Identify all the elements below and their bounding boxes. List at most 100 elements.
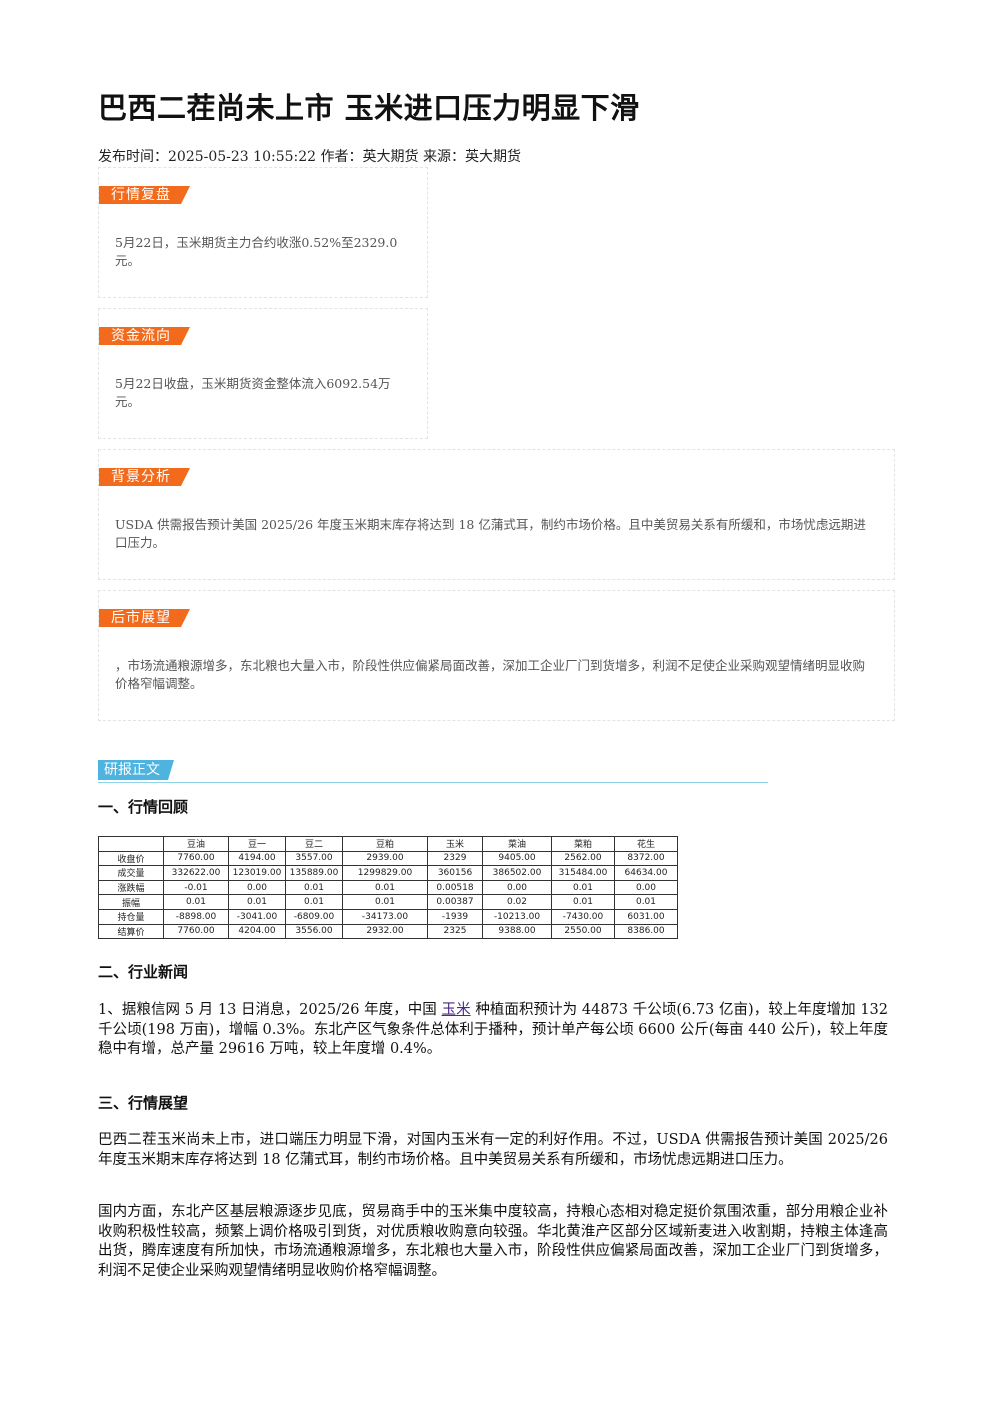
summary-box-background: 背景分析 USDA 供需报告预计美国 2025/26 年度玉米期末库存将达到 1… [98, 449, 895, 580]
summary-tag: 背景分析 [99, 468, 190, 486]
outlook-paragraph-2: 国内方面，东北产区基层粮源逐步见底，贸易商手中的玉米集中度较高，持粮心态相对稳定… [98, 1204, 888, 1279]
table-cell: 0.01 [342, 894, 428, 910]
table-header-cell: 花生 [614, 836, 678, 852]
summary-tag-label: 背景分析 [111, 469, 171, 485]
table-cell: 2325 [427, 923, 483, 940]
news-text: 1、据粮信网 5 月 13 日消息，2025/26 年度，中国 [98, 1002, 442, 1018]
table-cell: 0.01 [551, 879, 615, 896]
summary-tag-label: 资金流向 [111, 328, 171, 344]
table-cell: 4204.00 [228, 923, 286, 940]
table-cell: 386502.00 [482, 865, 552, 881]
table-cell: 2932.00 [342, 923, 428, 940]
summary-box-market-review: 行情复盘 5月22日，玉米期货主力合约收涨0.52%至2329.0元。 [98, 167, 428, 298]
table-cell: 64634.00 [614, 865, 678, 881]
table-header-cell: 菜油 [482, 836, 552, 852]
table-cell: 0.00387 [427, 894, 483, 910]
table-cell: 3557.00 [285, 850, 343, 867]
table-cell: 6031.00 [614, 908, 678, 925]
table-cell: 9388.00 [482, 923, 552, 940]
table-cell: 0.01 [285, 879, 343, 896]
table-cell: 0.01 [285, 894, 343, 910]
table-cell: 360156 [427, 865, 483, 881]
table-cell: 0.00 [614, 879, 678, 896]
summary-tag: 资金流向 [99, 327, 190, 345]
table-cell: 7760.00 [163, 850, 229, 867]
table-cell: 1299829.00 [342, 865, 428, 881]
summary-tag-label: 后市展望 [111, 610, 171, 626]
summary-box-outlook: 后市展望 ，市场流通粮源增多，东北粮也大量入市，阶段性供应偏紧局面改善，深加工企… [98, 590, 895, 721]
table-cell: 315484.00 [551, 865, 615, 881]
table-cell: 2329 [427, 850, 483, 867]
table-cell: -0.01 [163, 879, 229, 896]
table-header-cell [98, 836, 164, 852]
table-row: 持仓量-8898.00-3041.00-6809.00-34173.00-193… [98, 908, 678, 925]
table-cell: -34173.00 [342, 908, 428, 925]
table-cell: 9405.00 [482, 850, 552, 867]
summary-text: ，市场流通粮源增多，东北粮也大量入市，阶段性供应偏紧局面改善，深加工企业厂门到货… [115, 658, 866, 691]
section-title-market-review: 一、行情回顾 [98, 798, 189, 816]
news-paragraph: 1、据粮信网 5 月 13 日消息，2025/26 年度，中国 玉米 种植面积预… [98, 1001, 888, 1060]
summary-text: 5月22日，玉米期货主力合约收涨0.52%至2329.0元。 [115, 235, 398, 268]
research-header: 研报正文 [98, 760, 768, 783]
summary-box-fund-flow: 资金流向 5月22日收盘，玉米期货资金整体流入6092.54万元。 [98, 308, 428, 439]
news-text: 种植面积预计为 44873 千公顷(6.73 亿亩)，较上年度增加 132 千公… [98, 1002, 889, 1057]
table-cell: 0.01 [163, 894, 229, 910]
table-cell: 0.00 [228, 879, 286, 896]
summary-text: 5月22日收盘，玉米期货资金整体流入6092.54万元。 [115, 376, 391, 409]
article-title: 巴西二茬尚未上市 玉米进口压力明显下滑 [98, 91, 640, 125]
table-cell: 0.01 [551, 894, 615, 910]
table-row-label: 成交量 [98, 865, 164, 881]
table-cell: 8386.00 [614, 923, 678, 940]
table-row-label: 收盘价 [98, 850, 164, 867]
table-cell: 0.00 [482, 879, 552, 896]
section-title-industry-news: 二、行业新闻 [98, 963, 189, 981]
table-header-cell: 豆油 [163, 836, 229, 852]
summary-tag: 后市展望 [99, 609, 190, 627]
table-cell: -10213.00 [482, 908, 552, 925]
table-cell: -8898.00 [163, 908, 229, 925]
summary-text: USDA 供需报告预计美国 2025/26 年度玉米期末库存将达到 18 亿蒲式… [115, 517, 866, 550]
table-header-row: 豆油 豆一 豆二 豆粕 玉米 菜油 菜粕 花生 [98, 836, 678, 852]
table-header-cell: 菜粕 [551, 836, 615, 852]
table-cell: 4194.00 [228, 850, 286, 867]
table-cell: 7760.00 [163, 923, 229, 940]
table-cell: 2550.00 [551, 923, 615, 940]
table-row-label: 结算价 [98, 923, 164, 940]
table-cell: 0.00518 [427, 879, 483, 896]
table-cell: -6809.00 [285, 908, 343, 925]
table-row-label: 涨跌幅 [98, 879, 164, 896]
table-header-cell: 豆二 [285, 836, 343, 852]
table-cell: 123019.00 [228, 865, 286, 881]
table-header-cell: 豆一 [228, 836, 286, 852]
table-cell: -7430.00 [551, 908, 615, 925]
table-cell: 0.02 [482, 894, 552, 910]
research-tag: 研报正文 [98, 760, 174, 780]
table-row-label: 持仓量 [98, 908, 164, 925]
table-cell: 332622.00 [163, 865, 229, 881]
table-cell: -3041.00 [228, 908, 286, 925]
table-cell: -1939 [427, 908, 483, 925]
table-header-cell: 豆粕 [342, 836, 428, 852]
table-row-label: 振幅 [98, 894, 164, 910]
table-cell: 8372.00 [614, 850, 678, 867]
table-cell: 2562.00 [551, 850, 615, 867]
article-meta: 发布时间：2025-05-23 10:55:22 作者：英大期货 来源：英大期货 [98, 149, 521, 165]
table-cell: 0.01 [342, 879, 428, 896]
table-cell: 135889.00 [285, 865, 343, 881]
table-cell: 2939.00 [342, 850, 428, 867]
table-cell: 0.01 [614, 894, 678, 910]
section-title-outlook: 三、行情展望 [98, 1094, 189, 1112]
table-cell: 3556.00 [285, 923, 343, 940]
summary-tag: 行情复盘 [99, 186, 190, 204]
corn-link[interactable]: 玉米 [441, 1002, 471, 1018]
table-cell: 0.01 [228, 894, 286, 910]
table-header-cell: 玉米 [427, 836, 483, 852]
summary-tag-label: 行情复盘 [111, 187, 171, 203]
outlook-paragraph-1: 巴西二茬玉米尚未上市，进口端压力明显下滑，对国内玉米有一定的利好作用。不过，US… [98, 1132, 888, 1168]
